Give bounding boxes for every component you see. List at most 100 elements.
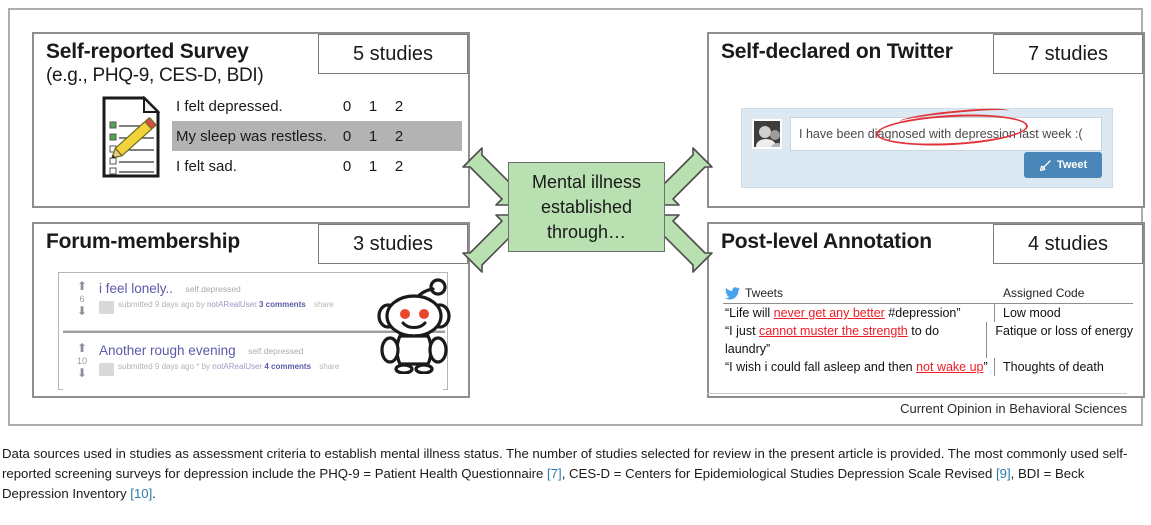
citation-9[interactable]: [9]: [995, 466, 1011, 481]
panel-self-declared-twitter: Self-declared on Twitter 7 studies I hav…: [707, 32, 1145, 208]
table-row: “I just cannot muster the strength to do…: [723, 322, 1133, 358]
tweet-highlight: cannot muster the strength: [759, 324, 908, 338]
tweet-cell: “Life will never get any better #depress…: [723, 304, 995, 322]
survey-row[interactable]: My sleep was restless. 0 1 2: [172, 121, 462, 151]
post-share-link[interactable]: share: [313, 300, 334, 309]
tweet-post: ”: [983, 360, 988, 374]
caption-part-4: .: [152, 486, 156, 501]
quill-icon: [1039, 159, 1051, 171]
list-item[interactable]: ⬆ 10 ⬇ Another rough evening self.depres…: [63, 340, 443, 390]
post-score: 6: [79, 294, 85, 304]
tweet-pre: “I just: [725, 324, 760, 338]
reddit-listing: ⬆ 6 ⬇ i feel lonely.. self.depressed sub…: [58, 272, 448, 390]
tweet-pre: “Life will: [725, 306, 774, 320]
survey-option-0[interactable]: 0: [342, 157, 352, 175]
panel-header: Self-reported Survey (e.g., PHQ-9, CES-D…: [34, 34, 468, 86]
survey-option-0[interactable]: 0: [342, 97, 352, 115]
assigned-code-cell: Low mood: [1003, 306, 1061, 320]
post-share-link[interactable]: share: [319, 362, 340, 371]
post-title[interactable]: Another rough evening: [99, 343, 236, 359]
post-submitted-text: submitted 9 days ago * by: [118, 362, 211, 371]
center-hub: Mental illness established through…: [508, 162, 665, 252]
twitter-bird-icon: [725, 286, 740, 299]
survey-option-1[interactable]: 1: [368, 97, 378, 115]
panel-title: Post-level Annotation: [721, 230, 932, 253]
panel-self-reported-survey: Self-reported Survey (e.g., PHQ-9, CES-D…: [32, 32, 470, 208]
tweet-compose-box: I have been diagnosed with depression la…: [741, 108, 1113, 188]
caption-part-2: , CES-D = Centers for Epidemiological St…: [561, 466, 996, 481]
study-count-badge: 5 studies: [318, 34, 468, 74]
post-thumbnail-icon: [99, 363, 114, 376]
hub-line-3: through…: [546, 221, 627, 242]
avatar: [752, 119, 782, 149]
vote-column[interactable]: ⬆ 6 ⬇: [69, 280, 95, 318]
panel-title: Forum-membership: [46, 230, 240, 253]
post-score: 10: [76, 356, 87, 366]
survey-row[interactable]: I felt sad. 0 1 2: [172, 151, 462, 181]
survey-option-1[interactable]: 1: [368, 157, 378, 175]
figure-caption: Data sources used in studies as assessme…: [2, 444, 1142, 504]
post-title[interactable]: i feel lonely..: [99, 281, 174, 297]
downvote-icon[interactable]: ⬇: [76, 304, 88, 318]
survey-question: I felt depressed.: [176, 97, 283, 115]
column-header-label: Tweets: [745, 286, 784, 300]
journal-footer: Current Opinion in Behavioral Sciences: [900, 401, 1127, 416]
divider: [707, 393, 1127, 394]
downvote-icon[interactable]: ⬇: [76, 366, 88, 380]
panel-title: Self-declared on Twitter: [721, 40, 953, 63]
table-row: “I wish i could fall asleep and then not…: [723, 358, 1133, 376]
post-meta: submitted 9 days ago * by notARealUser 4…: [99, 362, 339, 376]
survey-option-1[interactable]: 1: [368, 127, 378, 145]
study-count-badge: 7 studies: [993, 34, 1143, 74]
survey-option-2[interactable]: 2: [394, 97, 404, 115]
post-main: Another rough evening self.depressed sub…: [99, 342, 339, 376]
panel-header: Self-declared on Twitter 7 studies: [709, 34, 1143, 82]
tweet-cell: “I just cannot muster the strength to do…: [723, 322, 988, 358]
post-author[interactable]: notARealUser: [206, 300, 257, 309]
reddit-snoo-icon: [377, 278, 451, 374]
survey-question-list: I felt depressed. 0 1 2 My sleep was res…: [172, 91, 462, 181]
citation-7[interactable]: [7]: [547, 466, 562, 481]
survey-option-2[interactable]: 2: [394, 127, 404, 145]
panel-subtitle: (e.g., PHQ-9, CES-D, BDI): [46, 65, 264, 86]
hub-line-2: established: [540, 196, 633, 217]
upvote-icon[interactable]: ⬆: [76, 341, 88, 355]
tweet-pre: “I wish i could fall asleep and then: [725, 360, 917, 374]
caption-part-1: Data sources used in studies as assessme…: [2, 446, 1128, 481]
post-subreddit: self.depressed: [248, 345, 304, 356]
tweet-highlight: not wake up: [916, 360, 984, 374]
survey-row[interactable]: I felt depressed. 0 1 2: [172, 91, 462, 121]
post-main: i feel lonely.. self.depressed submitted…: [99, 280, 334, 314]
panel-header: Forum-membership 3 studies: [34, 224, 468, 272]
tweet-highlight: never get any better: [773, 306, 885, 320]
post-thumbnail-icon: [99, 301, 114, 314]
table-row: “Life will never get any better #depress…: [723, 304, 1133, 322]
annotation-table: Tweets Assigned Code “Life will never ge…: [723, 286, 1133, 376]
survey-question: I felt sad.: [176, 157, 237, 175]
column-header-tweets: Tweets: [723, 286, 995, 300]
arrow-group: [462, 147, 713, 273]
panel-title: Self-reported Survey: [46, 40, 249, 63]
post-comments-link[interactable]: 3 comments: [259, 300, 306, 309]
post-subreddit: self.depressed: [185, 283, 241, 294]
tweet-post: to do laundry”: [725, 324, 940, 356]
tweet-cell: “I wish i could fall asleep and then not…: [723, 358, 995, 376]
upvote-icon[interactable]: ⬆: [76, 279, 88, 293]
tweet-button-label: Tweet: [1056, 159, 1088, 171]
survey-option-0[interactable]: 0: [342, 127, 352, 145]
citation-10[interactable]: [10]: [130, 486, 153, 501]
panel-header: Post-level Annotation 4 studies: [709, 224, 1143, 272]
assigned-code-cell: Fatique or loss of energy: [995, 324, 1133, 338]
vote-column[interactable]: ⬆ 10 ⬇: [69, 342, 95, 380]
panel-post-level-annotation: Post-level Annotation 4 studies Tweets A…: [707, 222, 1145, 398]
survey-option-2[interactable]: 2: [394, 157, 404, 175]
survey-question: My sleep was restless.: [176, 127, 327, 145]
tweet-button[interactable]: Tweet: [1024, 152, 1102, 178]
post-comments-link[interactable]: 4 comments: [264, 362, 312, 371]
post-author[interactable]: notARealUser: [212, 362, 263, 371]
hub-line-1: Mental illness: [531, 171, 642, 192]
survey-body: I felt depressed. 0 1 2 My sleep was res…: [34, 86, 468, 206]
tweet-post: #depression”: [884, 306, 961, 320]
table-header-row: Tweets Assigned Code: [723, 286, 1133, 304]
study-count-badge: 4 studies: [993, 224, 1143, 264]
